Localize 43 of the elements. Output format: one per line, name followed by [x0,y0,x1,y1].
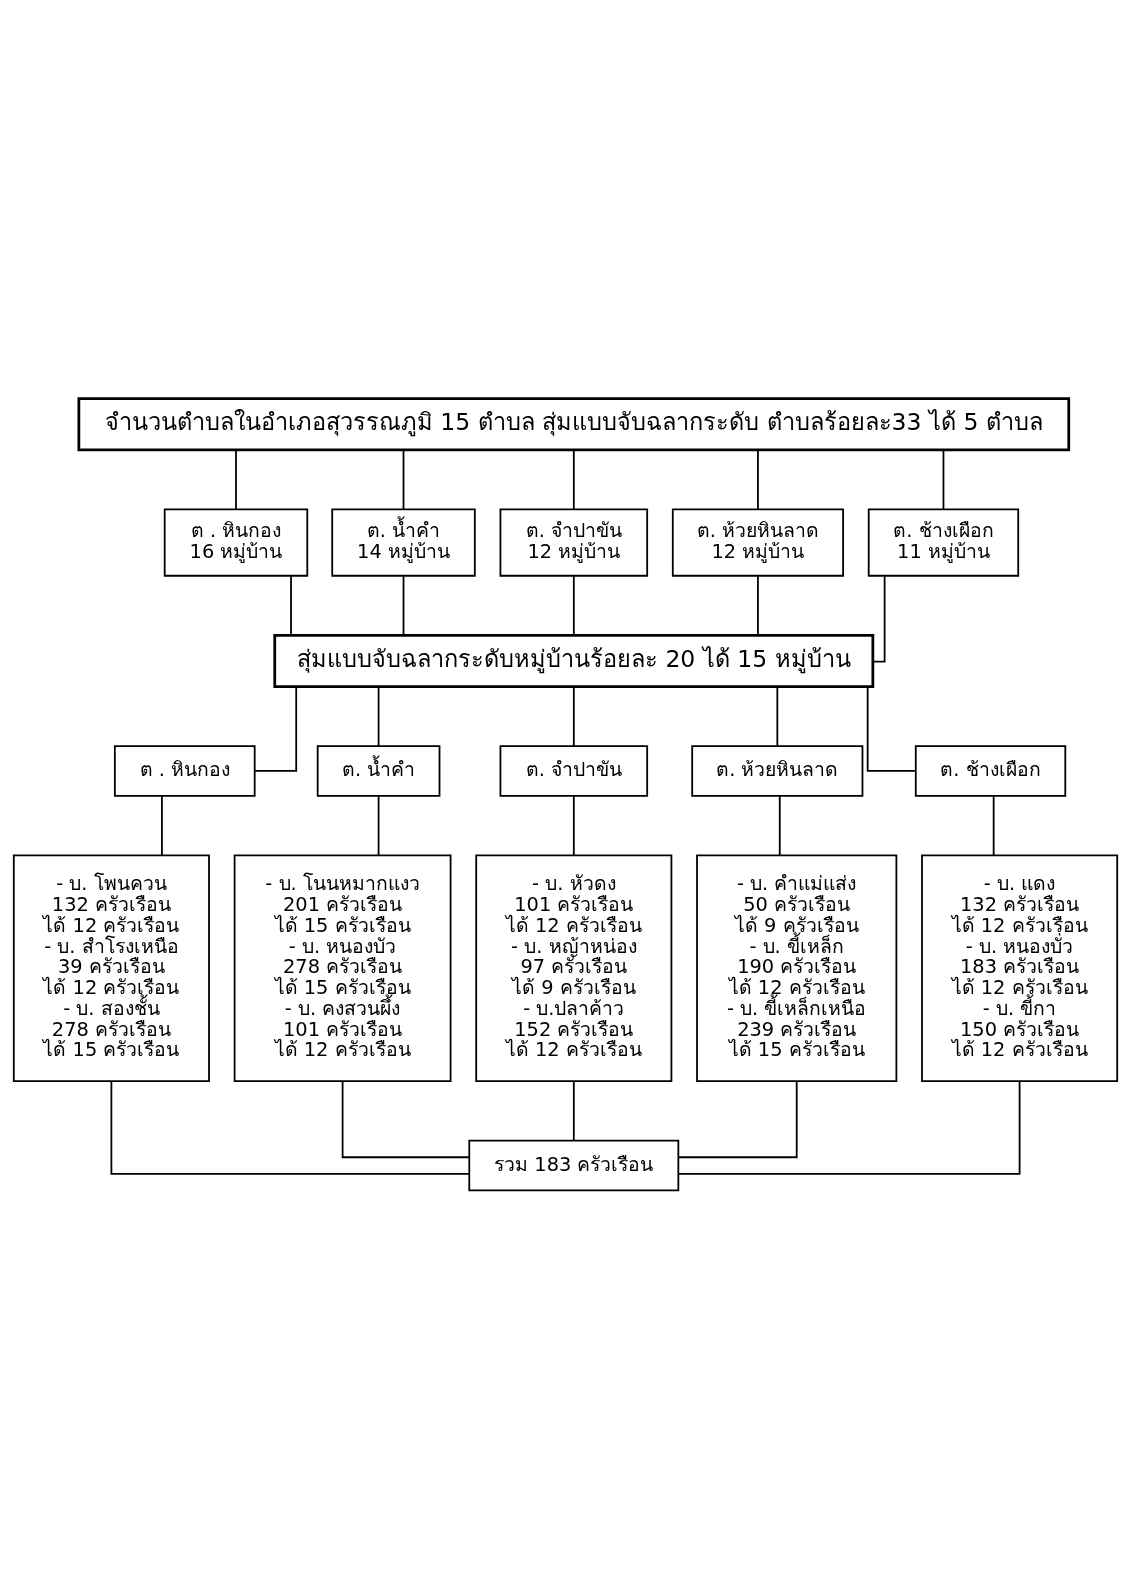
connector [572,448,575,511]
node-box: - บ. โพนควน 132 ครัวเรือน ได้ 12 ครัวเรือน - บ. สำโรงเหนือ 39 ครัวเรือน ได้ 12 ครัวเรือน - บ. สองชั้น 278 ครัวเรือน ได้ 15 ครัวเรือน [12,854,210,1082]
connector [235,448,237,511]
connector [942,448,945,511]
node-box: สุ่มแบบจับฉลากระดับหมู่บ้านร้อยละ 20 ได้ 15 หมู่บ้าน [273,633,875,688]
connector [872,575,886,663]
connector [757,575,759,636]
connector [377,686,380,747]
node-box: ต. ช้างเผือก [914,745,1067,797]
connector [866,686,917,772]
connector [776,686,779,747]
node-box: ต. ห้วยหินลาด [691,745,864,797]
connector [572,686,575,747]
connector [778,795,781,856]
connector [110,1080,470,1175]
node-box: ต. ช้างเผือก 11 หมู่บ้าน [867,508,1020,577]
connector [572,575,575,636]
node-box: ต. น้ำคำ 14 หมู่บ้าน [331,508,476,577]
node-box: ต. น้ำคำ [316,745,441,797]
connector [161,795,163,856]
node-box: รวม 183 ครัวเรือน [468,1139,680,1192]
node-box: จำนวนตำบลในอำเภอสุวรรณภูมิ 15 ตำบล สุ่มแบบจับฉลากระดับ ตำบลร้อยละ33 ได้ 5 ตำบล [77,397,1071,452]
node-box: - บ. แดง 132 ครัวเรือน ได้ 12 ครัวเรือน - บ. หนองบั่ว 183 ครัวเรือน ได้ 12 ครัวเรือน - บ. ขี้กา 150 ครัวเรือน ได้ 12 ครัวเรือน [921,854,1119,1082]
connector [677,1080,798,1159]
connector [402,448,405,511]
node-box: ต . หินกอง [113,745,256,797]
node-box: ต. จำปาขัน [499,745,649,797]
node-box: ต . หินกอง 16 หมู่บ้าน [163,508,309,577]
node-box: ต. จำปาขัน 12 หมู่บ้าน [499,508,649,577]
connector [572,795,575,856]
connector [290,575,292,636]
connector [253,686,298,772]
connector [402,575,405,636]
connector [757,448,759,511]
connector [341,1080,470,1159]
connector [377,795,380,856]
connector [992,795,995,856]
connector [678,1080,1021,1175]
connector [572,1080,575,1142]
node-box: - บ. หัวดง 101 ครัวเรือน ได้ 12 ครัวเรือน - บ. หญ้าหน่อง 97 ครัวเรือน ได้ 9 ครัวเรือน - บ.ปลาค้าว 152 ครัวเรือน ได้ 12 ครัวเรือน [475,854,673,1082]
node-box: - บ. โนนหมากแงว 201 ครัวเรือน ได้ 15 ครัวเรือน - บ. หนองบัว 278 ครัวเรือน ได้ 15 ครัวเรือน - บ. คงสวนผึ้ง 101 ครัวเรือน ได้ 12 ครัวเรือน [233,854,452,1082]
node-box: - บ. คำแม่แส่ง 50 ครัวเรือน ได้ 9 ครัวเรือน - บ. ขี้เหล็ก 190 ครัวเรือน ได้ 12 ครัวเรือน - บ. ขี้เหล็กเหนือ 239 ครัวเรือน ได้ 15 ครัวเรือน [696,854,898,1082]
node-box: ต. ห้วยหินลาด 12 หมู่บ้าน [671,508,844,577]
